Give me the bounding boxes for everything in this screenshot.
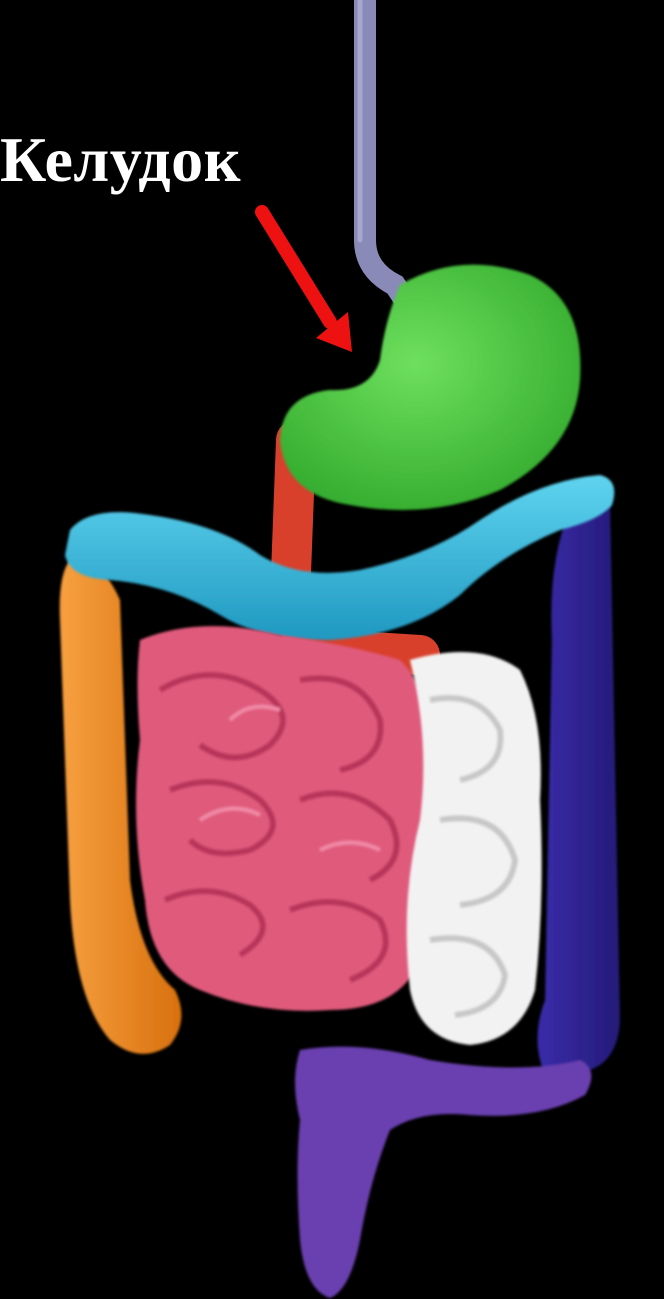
esophagus — [365, 0, 405, 300]
descending-colon — [538, 489, 621, 1075]
stomach-label: Келудок — [0, 128, 241, 192]
arrow-down-right-icon — [262, 212, 352, 352]
white-intestine-loops — [407, 652, 542, 1045]
small-intestine — [136, 626, 433, 1011]
rectum — [295, 1047, 591, 1298]
